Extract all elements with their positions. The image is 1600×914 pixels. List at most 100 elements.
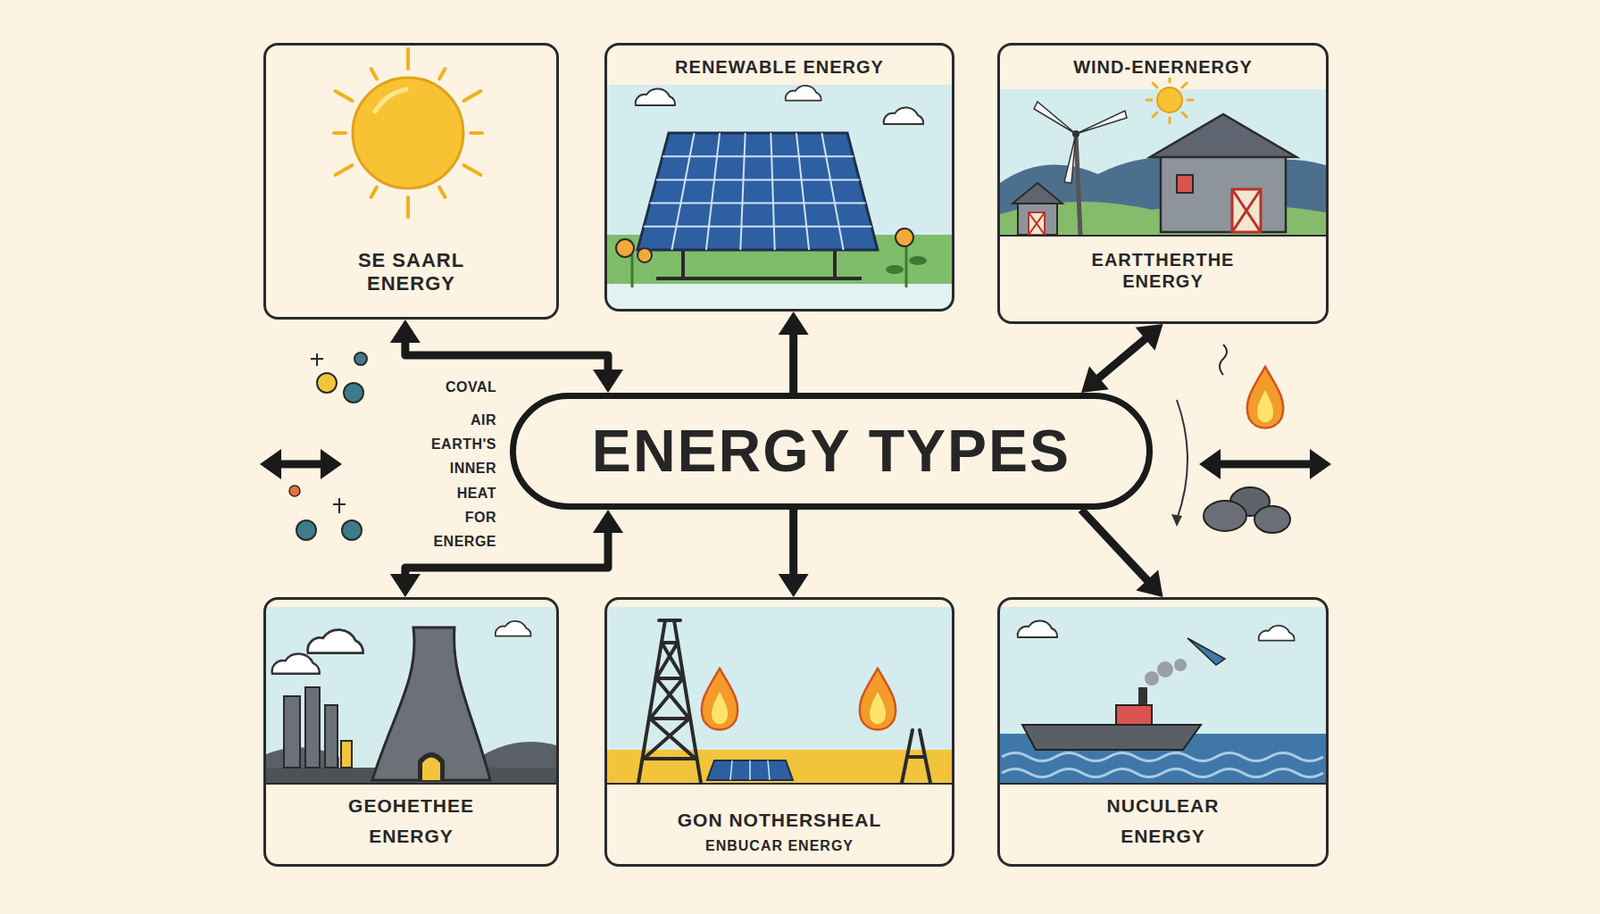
plant-scene-part (308, 630, 364, 654)
wind-scene-part (1028, 212, 1045, 235)
solar-scene-part (637, 248, 652, 263)
sun-icon-part-part (463, 91, 481, 101)
connector-arrow (390, 509, 624, 598)
wind-scene-part-part (1187, 99, 1193, 102)
connector-arrow (1081, 509, 1164, 598)
card-label: NUCULEAR ENERGY (1083, 791, 1244, 851)
side-decoration-part (320, 449, 342, 480)
arrow-head (1135, 324, 1164, 351)
arrow-head (778, 574, 809, 598)
energy-card: GON NOTHERSHEALENBUCAR ENERGY (604, 597, 955, 867)
energy-card: NUCULEAR ENERGY (997, 597, 1329, 867)
oil-scene-part-part (661, 642, 684, 679)
wind-scene-part (1232, 189, 1261, 233)
plant-scene-part (341, 741, 352, 768)
oil-scene-part (638, 620, 931, 784)
solar-scene-part-part (796, 133, 809, 250)
plant-scene (263, 607, 559, 784)
wind-scene-part-part (1146, 99, 1152, 102)
side-decoration-part (338, 498, 341, 514)
oil-scene-part-part (730, 760, 733, 781)
solar-scene-part (607, 283, 952, 309)
side-decoration-part (1176, 400, 1188, 520)
sea-scene-part (1001, 769, 1324, 778)
oil-scene-part (859, 668, 897, 731)
sea-scene-part (997, 783, 1329, 785)
oil-scene-part-part (767, 760, 770, 781)
plant-scene-part (325, 705, 338, 768)
sea-scene-part (1000, 607, 1326, 734)
solar-scene-part (908, 256, 927, 266)
energy-card: WIND-ENERNERGY EARTTHERTHE ENERGY (997, 42, 1329, 325)
sun-icon-part-part (335, 165, 353, 175)
card-heading: WIND-ENERNERGY (1011, 56, 1316, 78)
side-decoration-part (341, 520, 362, 541)
plant-scene-part (372, 627, 491, 781)
plant-scene-part (305, 687, 320, 768)
solar-scene-part-part (706, 133, 720, 250)
wind-scene-part (1146, 76, 1193, 124)
wind-scene-part (1017, 200, 1058, 235)
oil-scene-part-part (907, 755, 925, 759)
oil-scene-part-part (656, 676, 684, 681)
oil-scene-part-part (658, 618, 681, 623)
sea-scene-part (1174, 658, 1187, 672)
side-decoration-part (1219, 344, 1227, 375)
energy-card: RENEWABLE ENERGY (604, 42, 955, 312)
side-decoration-part (1247, 366, 1284, 429)
wind-scene-part (1033, 101, 1076, 134)
card-label: EARTTHERTHE ENERGY (1069, 249, 1258, 292)
central-hub: ENERGY TYPES (509, 392, 1153, 510)
solar-scene-part (635, 88, 675, 106)
plant-scene-part (422, 758, 441, 782)
sea-scene-part (1017, 620, 1058, 638)
wind-scene-part (1028, 212, 1045, 235)
arrow-head (1081, 366, 1109, 393)
connector-arrow (390, 319, 624, 393)
side-note: AIR EARTH'S INNER HEAT FOR ENERGE (431, 408, 497, 554)
sea-scene-part (1258, 625, 1295, 642)
wind-scene-part-part (1168, 117, 1172, 124)
arrow-head (390, 574, 421, 598)
sun-icon-part (375, 89, 407, 112)
solar-scene-part (785, 85, 822, 101)
oil-scene-part-part (650, 718, 696, 759)
plant-scene-part (263, 783, 559, 785)
oil-scene-part (869, 691, 886, 725)
side-decoration-part (1217, 460, 1313, 469)
wind-scene-part-part (1152, 112, 1158, 117)
solar-scene-part (637, 133, 878, 250)
sun-icon-part-part (371, 68, 378, 79)
wind-scene-part (1150, 114, 1297, 158)
side-decoration-part (259, 449, 282, 480)
hub-title: ENERGY TYPES (527, 418, 1135, 484)
wind-scene-part-part (1182, 83, 1187, 88)
side-decoration-part (316, 373, 337, 393)
solar-scene-part-part (643, 225, 872, 228)
sun-icon-part-part (470, 131, 483, 135)
sea-scene-part (1157, 661, 1174, 678)
connector-arrow (1081, 324, 1164, 393)
side-decoration-part (1257, 390, 1274, 423)
solar-scene-part (883, 107, 924, 125)
solar-scene-part-part (740, 133, 745, 250)
card-label: SE SAARL ENERGY (335, 249, 488, 297)
wind-scene-part (1176, 175, 1193, 193)
sun-icon-part-part (406, 49, 410, 69)
sun-icon-part-part (439, 68, 446, 79)
solar-scene-part (656, 276, 862, 281)
oil-scene-part-part (643, 718, 690, 759)
arrow-head (1135, 569, 1163, 598)
sea-scene-part (1144, 671, 1159, 686)
connector-line (789, 509, 798, 580)
side-decoration-part (343, 383, 364, 403)
side-decoration-part (310, 358, 324, 360)
wind-scene-part (1072, 130, 1080, 138)
oil-scene-part-part (650, 716, 690, 721)
plant-scene-part (283, 696, 300, 768)
arrow-head (778, 311, 809, 335)
wind-scene-part (1232, 189, 1261, 233)
solar-scene-part (643, 133, 872, 250)
card-label: GON NOTHERSHEAL (614, 808, 945, 832)
